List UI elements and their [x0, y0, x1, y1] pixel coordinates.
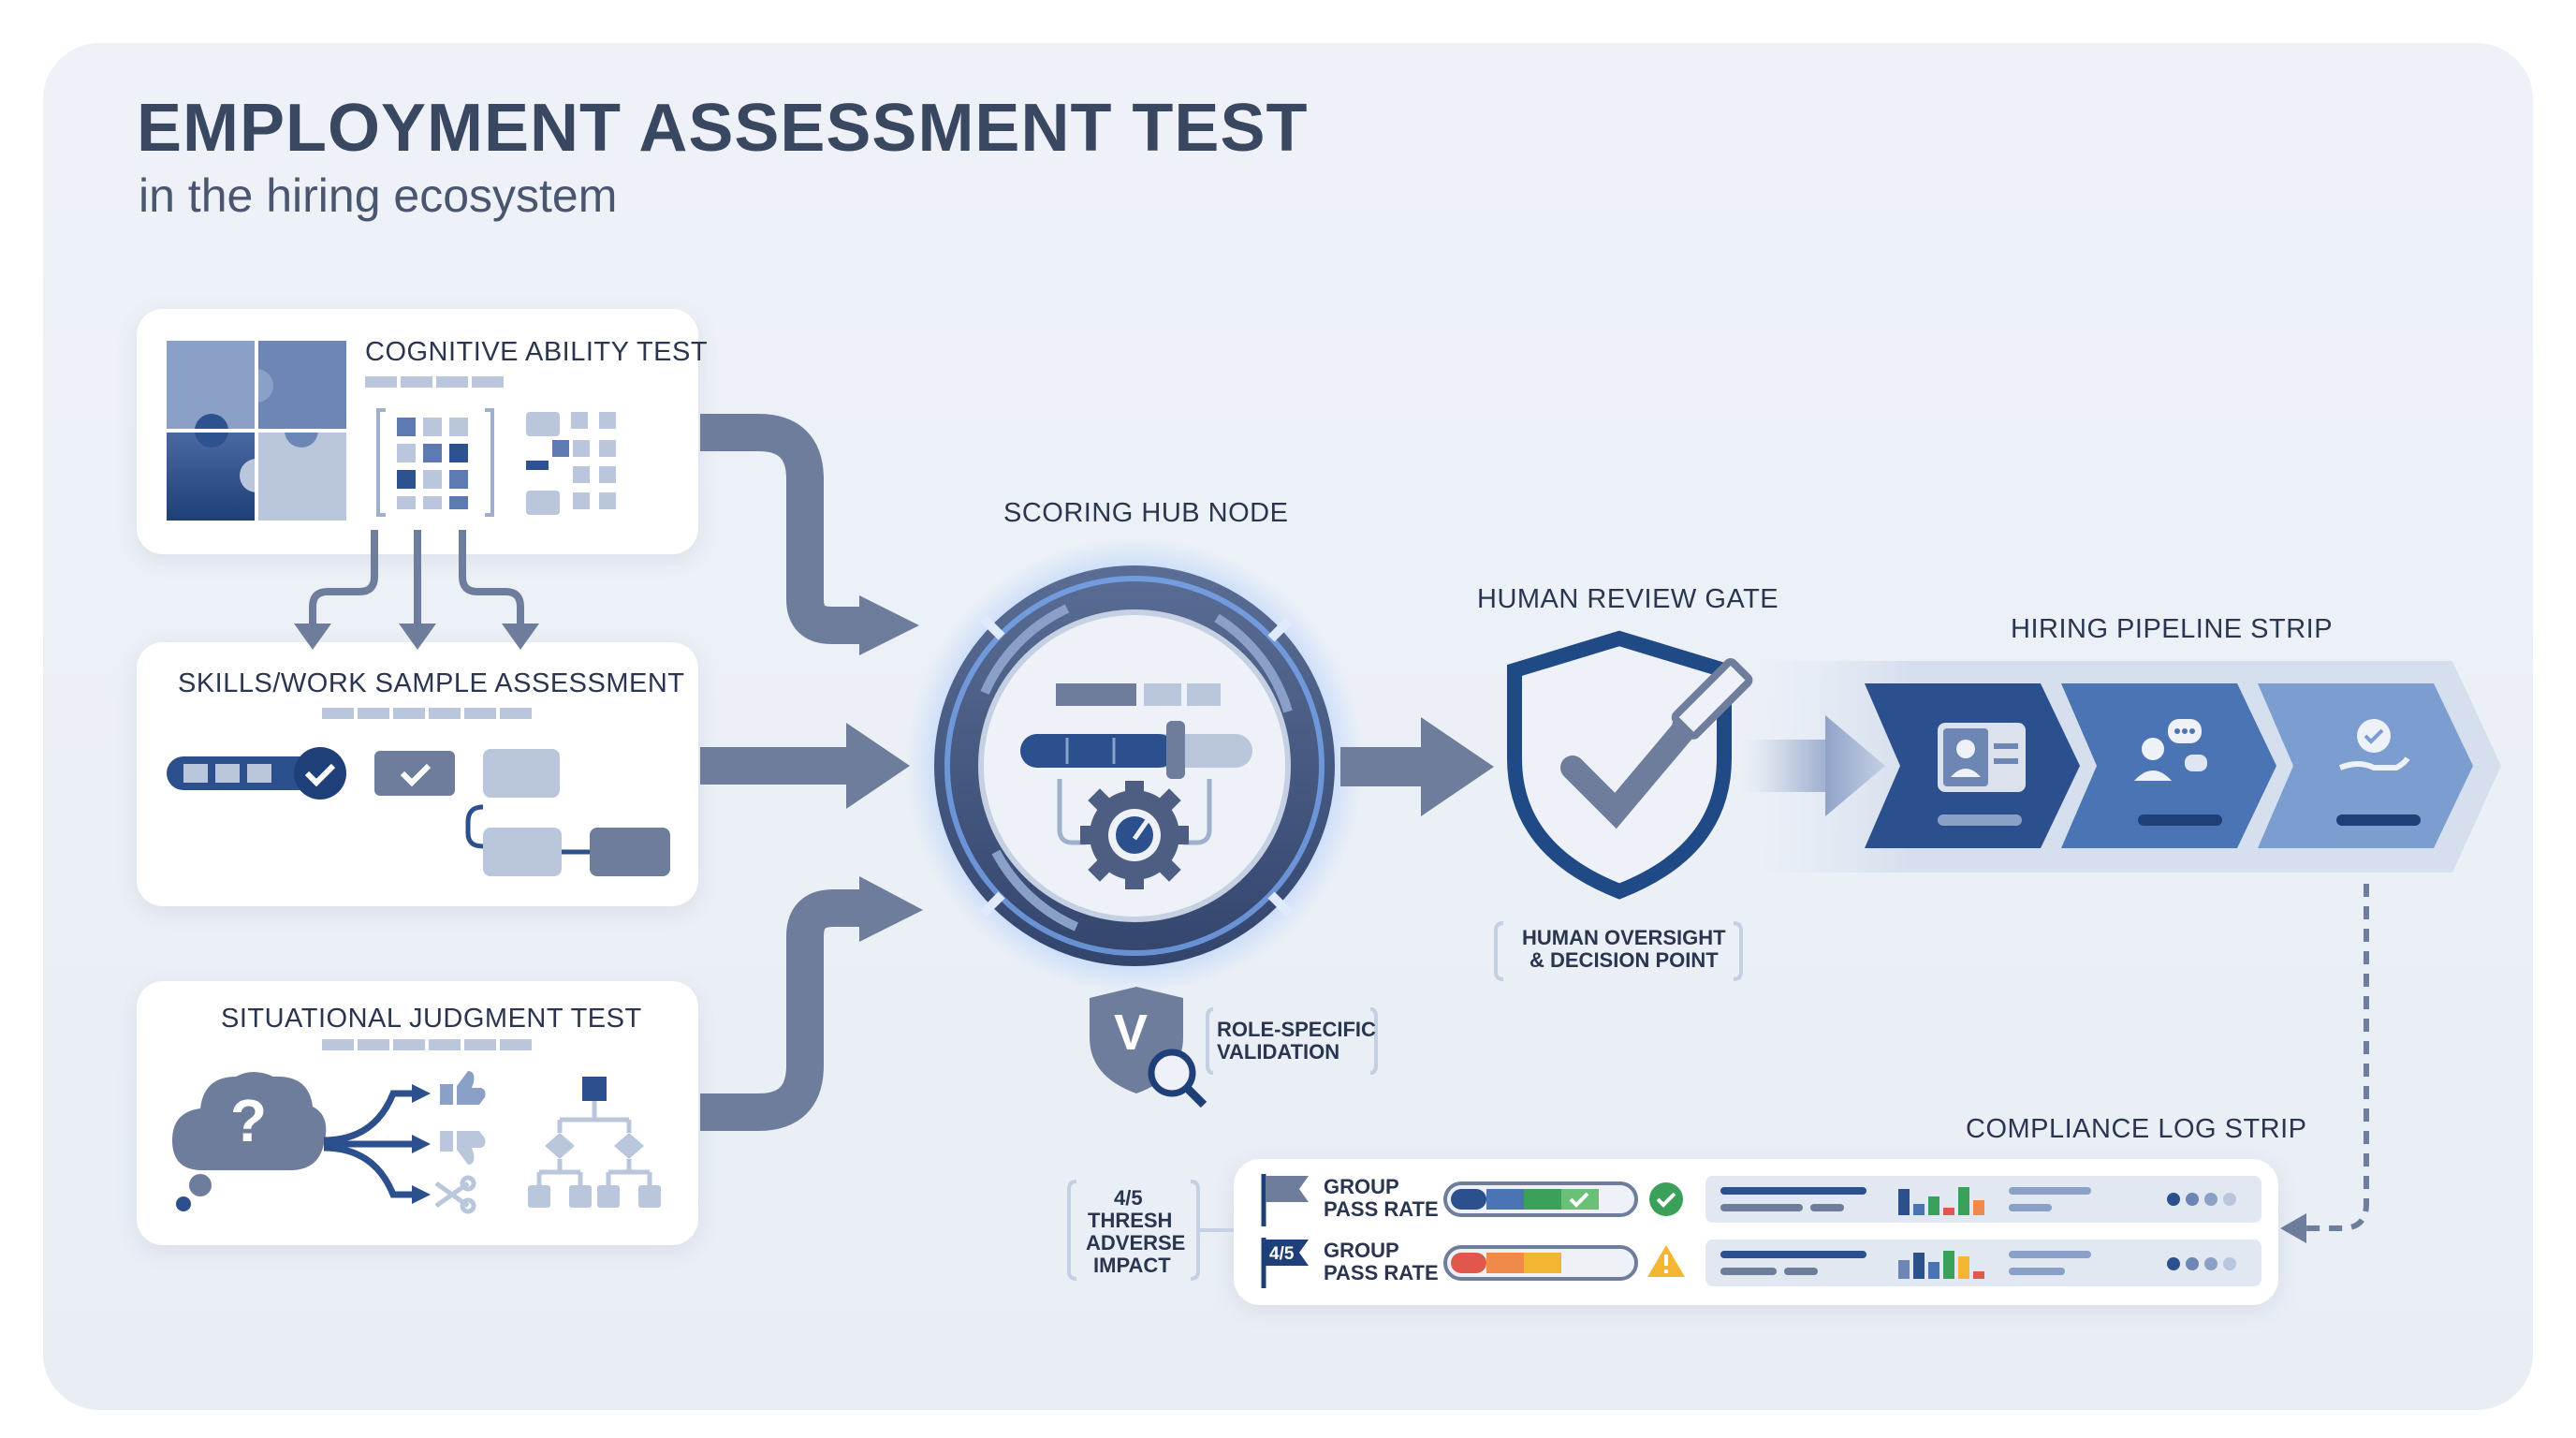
log-entry-row2 [1705, 1240, 2261, 1286]
cognitive-label-underline [365, 376, 504, 388]
pass-rate-bar-row1 [1443, 1181, 1638, 1217]
hub-label: SCORING HUB NODE [1003, 498, 1289, 528]
interview-chat-icon [2134, 719, 2222, 826]
validation-shield-icon [1090, 987, 1208, 1108]
warning-icon [1647, 1245, 1685, 1277]
thumbs-up-icon [440, 1071, 486, 1105]
validation-letter: V [1114, 1005, 1149, 1061]
card-flow-arrowheads [294, 624, 539, 650]
validation-label-line2: VALIDATION [1217, 1040, 1340, 1064]
log-entry-row1 [1705, 1176, 2261, 1223]
flag-icon-row2 [1261, 1238, 1309, 1288]
gate-note-line1: HUMAN OVERSIGHT [1522, 926, 1726, 949]
input-arrowheads [846, 595, 923, 942]
page-subtitle: in the hiring ecosystem [139, 169, 618, 222]
org-tree-icon [528, 1077, 661, 1208]
cognitive-label: COGNITIVE ABILITY TEST [365, 337, 709, 367]
progress-track-icon [167, 747, 670, 876]
hub-to-gate-arrow [1340, 717, 1494, 816]
pipeline-to-log-connector [2295, 884, 2369, 1231]
log-connector-arrowhead [2280, 1213, 2306, 1243]
row2-flag-text: 4/5 [1269, 1244, 1295, 1264]
validation-bracket [1206, 1007, 1378, 1075]
pass-rate-bar-row2 [1443, 1245, 1638, 1281]
offer-hand-icon [2336, 719, 2421, 826]
threshold-line4: IMPACT [1093, 1254, 1171, 1277]
pass-check-icon [1649, 1182, 1683, 1216]
thumbs-down-icon [440, 1131, 486, 1165]
gear-gauge-icon [1080, 781, 1189, 889]
situational-label-underline [322, 1039, 532, 1050]
situational-label: SITUATIONAL JUDGMENT TEST [221, 1004, 642, 1034]
page-title: EMPLOYMENT ASSESSMENT TEST [137, 91, 1309, 166]
pattern-grid-icon [526, 412, 616, 515]
gate-note-bracket [1494, 921, 1743, 981]
row2-label-line1: GROUP [1324, 1239, 1399, 1262]
validation-label-line1: ROLE-SPECIFIC [1217, 1018, 1376, 1041]
thought-cloud-icon [172, 1072, 327, 1211]
pipeline-label: HIRING PIPELINE STRIP [2011, 614, 2334, 644]
skills-label: SKILLS/WORK SAMPLE ASSESSMENT [178, 668, 685, 698]
input-arrows [700, 414, 861, 1131]
question-mark: ? [230, 1087, 268, 1154]
gate-note-line2: & DECISION POINT [1530, 948, 1719, 972]
card-flow-arrows [309, 530, 524, 633]
threshold-line2: THRESH [1088, 1209, 1173, 1232]
gate-label: HUMAN REVIEW GATE [1477, 584, 1779, 614]
row1-label-line1: GROUP [1324, 1175, 1399, 1198]
review-shield-icon [1507, 630, 1753, 900]
matrix-grid-icon [376, 408, 494, 517]
candidate-profile-icon [1938, 723, 2026, 826]
threshold-line1: 4/5 [1114, 1186, 1143, 1210]
scissors-icon [434, 1175, 476, 1214]
threshold-line3: ADVERSE [1086, 1231, 1186, 1255]
compliance-label: COMPLIANCE LOG STRIP [1966, 1114, 2307, 1144]
scoring-hub [906, 537, 1363, 994]
skills-label-underline [322, 708, 532, 719]
decision-branches-icon [323, 1090, 416, 1198]
stage-interview [2061, 683, 2276, 848]
branch-arrowheads [412, 1084, 431, 1204]
flag-icon-row1 [1261, 1174, 1309, 1226]
pipeline-strip [1760, 661, 2501, 873]
row2-label-line2: PASS RATE [1324, 1261, 1439, 1284]
row1-label-line2: PASS RATE [1324, 1197, 1439, 1221]
puzzle-icon [167, 341, 346, 521]
